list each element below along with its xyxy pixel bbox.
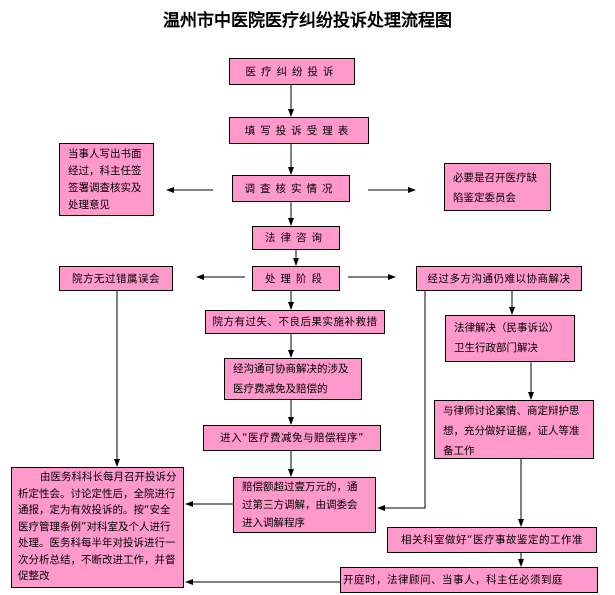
node-expert-committee: 必要是召开医疗缺陷鉴定委员会 [444, 163, 551, 211]
node-enter-program: 进入“医疗费减免与赔偿程序” [203, 425, 381, 451]
node-dept-prepare: 相关科室做好“医疗事故鉴定的工作准 [387, 527, 597, 553]
chart-title: 温州市中医院医疗纠纷投诉处理流程图 [163, 11, 452, 31]
node-investigate: 调查核实情况 [232, 175, 350, 202]
node-negotiate-cost: 经沟通可协商解决的涉及医疗费减免及赔偿的 [224, 358, 362, 400]
node-third-party: 赔偿额超过壹万元的，通过第三方调解，由调委会进入调解程序 [233, 477, 376, 533]
node-fill-form: 填写投诉受理表 [229, 117, 369, 144]
node-court: 开庭时，法律顾问、当事人，科主任必须到庭 [340, 567, 598, 593]
node-hard-negotiate: 经过多方沟通仍难以协商解决 [416, 266, 582, 291]
node-remedy: 院方有过失、不良后果实施补救措 [205, 310, 385, 334]
node-no-fault: 院方无过错属误会 [59, 266, 173, 291]
node-summary: 由医务科科长每月召开投诉分析定性会。讨论定性后，全院进行通报，定为有效投诉的。按… [11, 467, 184, 588]
node-lawyer-discuss: 与律师讨论案情、商定辩护思想，充分做好证据，证人等准备工作 [434, 400, 594, 459]
node-legal-solution: 法律解决（民事诉讼）卫生行政部门解决 [445, 315, 575, 362]
node-written-statement: 当事人写出书面经过，科主任签签署调查核实及处理意见 [59, 143, 154, 216]
node-legal-consult: 法律咨询 [252, 226, 340, 250]
node-complaint: 医疗纠纷投诉 [229, 58, 355, 85]
node-handling-stage: 处理阶段 [252, 266, 340, 291]
arrow-hard-to-thirdparty [377, 291, 426, 511]
